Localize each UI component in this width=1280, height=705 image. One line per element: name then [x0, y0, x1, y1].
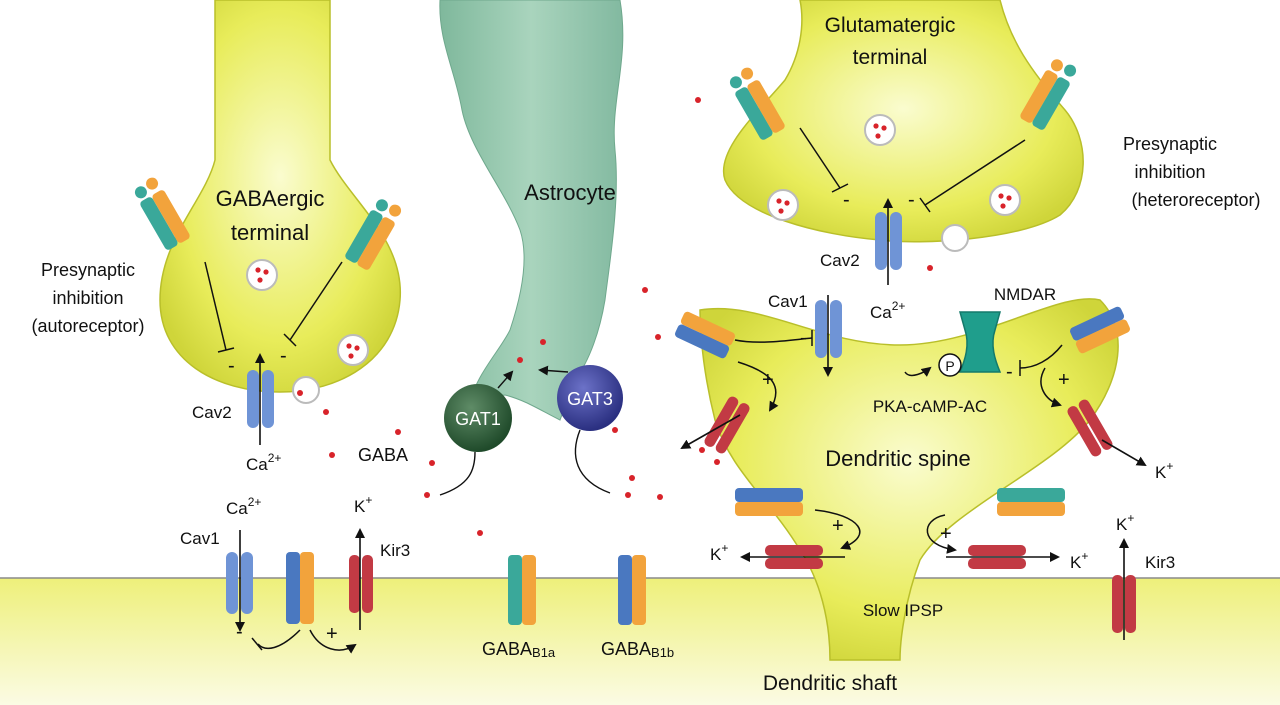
activation-arrows	[309, 361, 1062, 654]
ca-label-shaft: Ca2+	[226, 495, 261, 518]
gat3-uptake-arrow	[538, 365, 569, 376]
kir3-channel-shaft-left	[349, 555, 373, 613]
k-label-spine-lower-left: K+	[710, 541, 728, 564]
svg-text:+: +	[762, 369, 774, 391]
kir3-channel-spine-right	[1067, 399, 1113, 457]
cav1-channel-shaft	[226, 552, 253, 614]
gabab-receptor-spine-lower-left	[735, 488, 803, 516]
gabab1a-label: GABAB1a	[482, 639, 556, 660]
svg-text:-: -	[236, 621, 243, 643]
svg-text:-: -	[908, 189, 915, 211]
phospho-label: P	[945, 358, 954, 374]
cav1-shaft-label: Cav1	[180, 529, 220, 548]
cav2-channel-glu	[875, 212, 902, 270]
k-label-shaft-left: K+	[354, 493, 372, 516]
sign-labels: - - - - - - - + + + + +	[228, 189, 1070, 645]
gaba-label: GABA	[358, 445, 408, 465]
slow-ipsp-label: Slow IPSP	[863, 601, 943, 620]
gat3-label: GAT3	[567, 389, 613, 409]
gabab-receptor-glu-left	[729, 67, 785, 140]
svg-text:+: +	[1058, 369, 1070, 391]
gat1-label: GAT1	[455, 409, 501, 429]
k-label-shaft-right: K+	[1116, 511, 1134, 534]
astrocyte-label: Astrocyte	[524, 180, 616, 205]
svg-text:+: +	[940, 523, 952, 545]
gabab-receptor-gaba-right	[345, 199, 402, 270]
presyn-auto-label-2: inhibition	[52, 288, 123, 308]
svg-text:+: +	[832, 515, 844, 537]
cav2-channel-gaba	[247, 370, 274, 428]
glutamatergic-terminal-label-1: Glutamatergic	[825, 14, 956, 37]
presyn-hetero-label-1: Presynaptic	[1123, 134, 1217, 154]
cav2-right-label: Cav2	[820, 251, 860, 270]
kir3-channel-spine-left	[704, 396, 750, 454]
ion-flux-arrows	[235, 198, 1147, 640]
cav1-channel-spine	[815, 300, 842, 358]
nmdar-label: NMDAR	[994, 285, 1056, 304]
cav1-spine-label: Cav1	[768, 292, 808, 311]
ca-label-glu: Ca2+	[870, 299, 905, 322]
k-label-spine-lower-right: K+	[1070, 549, 1088, 572]
svg-text:-: -	[1006, 361, 1013, 383]
phospho-badge	[938, 353, 962, 377]
pka-label: PKA-cAMP-AC	[873, 397, 987, 416]
dendritic-spine-label: Dendritic spine	[825, 446, 971, 471]
k-label-spine-right: K+	[1155, 459, 1173, 482]
ca-label-gaba: Ca2+	[246, 451, 281, 474]
presyn-hetero-label-2: inhibition	[1134, 162, 1205, 182]
gabab-receptor-spine-lower-right	[997, 488, 1065, 516]
gabab1a-receptor	[508, 555, 536, 625]
gat3-tail	[574, 429, 611, 494]
gabab-receptor-spine-left	[675, 311, 735, 359]
presyn-auto-label-1: Presynaptic	[41, 260, 135, 280]
astrocyte-body	[439, 0, 624, 421]
inhibition-lines	[204, 127, 1063, 651]
gabab1b-receptor	[618, 555, 646, 625]
dendritic-shaft-label: Dendritic shaft	[763, 672, 897, 695]
presyn-hetero-label-3: (heteroreceptor)	[1131, 190, 1260, 210]
gabab-receptor-gaba-left	[134, 177, 190, 250]
svg-text:-: -	[800, 327, 807, 349]
gat3-transporter	[557, 365, 623, 431]
gat1-transporter	[444, 384, 512, 452]
svg-text:+: +	[326, 623, 338, 645]
kir3-channel-spine-lower-right	[968, 545, 1026, 569]
presyn-auto-label-3: (autoreceptor)	[31, 316, 144, 336]
svg-text:-: -	[228, 355, 235, 377]
kir3-channel-shaft-right	[1112, 575, 1136, 633]
gabab1b-label: GABAB1b	[601, 639, 674, 660]
gabaergic-terminal-label-2: terminal	[231, 220, 309, 245]
gat1-tail	[439, 451, 476, 496]
svg-text:-: -	[843, 189, 850, 211]
kir3-left-label: Kir3	[380, 541, 410, 560]
glutamatergic-terminal-label-2: terminal	[853, 46, 928, 69]
gat1-uptake-arrow	[497, 370, 514, 389]
nmdar-receptor	[958, 311, 1002, 373]
cav2-left-label: Cav2	[192, 403, 232, 422]
gabab-receptor-spine-right	[1070, 306, 1130, 354]
gabab-receptor-shaft	[286, 552, 314, 624]
kir3-right-label: Kir3	[1145, 553, 1175, 572]
kir3-channel-spine-lower-left	[765, 545, 823, 569]
gabab-receptor-glu-right	[1020, 59, 1077, 130]
vesicles	[246, 114, 1021, 404]
dendritic-spine-body	[699, 298, 1119, 661]
gaba-molecules	[297, 97, 933, 536]
svg-text:-: -	[280, 345, 287, 367]
gabaergic-terminal-label-1: GABAergic	[216, 186, 325, 211]
